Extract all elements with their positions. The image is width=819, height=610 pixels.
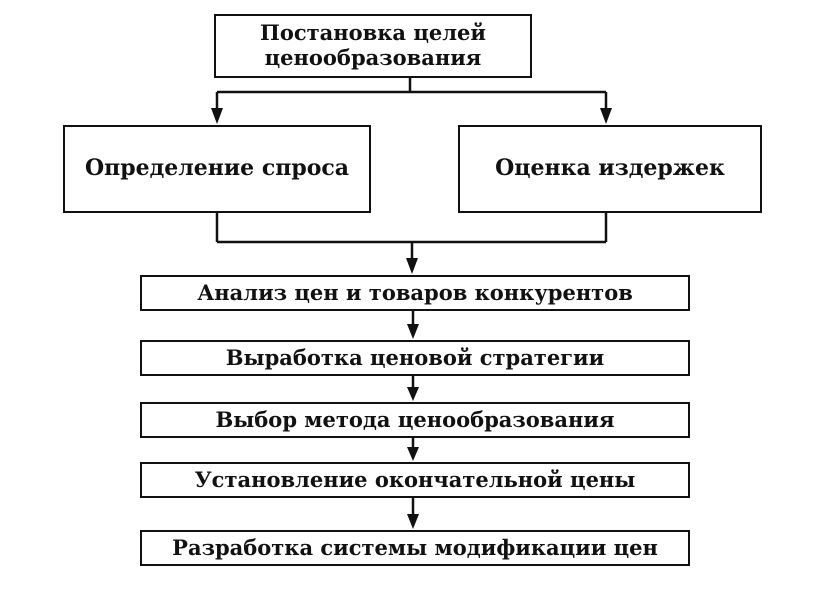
box-price-modification-label: Разработка системы модификации цен bbox=[172, 534, 658, 560]
box-competitor-analysis-label: Анализ цен и товаров конкурентов bbox=[197, 279, 633, 305]
box-final-price: Установление окончательной цены bbox=[140, 462, 690, 498]
box-pricing-goals-line-1: Постановка целей bbox=[260, 20, 486, 46]
box-demand-definition-label: Определение спроса bbox=[84, 155, 350, 182]
arrowhead-to-step-3 bbox=[407, 387, 419, 401]
box-pricing-goals-text: Постановка целей ценообразования bbox=[260, 20, 486, 71]
box-competitor-analysis: Анализ цен и товаров конкурентов bbox=[140, 275, 690, 311]
box-price-modification: Разработка системы модификации цен bbox=[140, 530, 690, 566]
arrowhead-to-step-5 bbox=[407, 514, 419, 529]
arrowhead-to-demand bbox=[211, 108, 223, 124]
box-pricing-goals: Постановка целей ценообразования bbox=[214, 14, 532, 78]
box-pricing-method-label: Выбор метода ценообразования bbox=[215, 406, 615, 432]
arrowhead-to-step-4 bbox=[407, 447, 419, 461]
box-demand-definition: Определение спроса bbox=[63, 125, 371, 213]
arrowhead-to-costs bbox=[600, 108, 612, 124]
box-final-price-label: Установление окончательной цены bbox=[194, 466, 636, 492]
box-pricing-goals-line-2: ценообразования bbox=[264, 45, 482, 70]
box-cost-estimation: Оценка издержек bbox=[458, 125, 762, 213]
box-pricing-method: Выбор метода ценообразования bbox=[140, 402, 690, 438]
box-cost-estimation-label: Оценка издержек bbox=[495, 155, 725, 182]
arrowhead-to-step-1 bbox=[406, 258, 418, 274]
box-pricing-strategy: Выработка ценовой стратегии bbox=[140, 340, 690, 376]
box-pricing-strategy-label: Выработка ценовой стратегии bbox=[225, 344, 605, 370]
arrowhead-to-step-2 bbox=[407, 324, 419, 339]
